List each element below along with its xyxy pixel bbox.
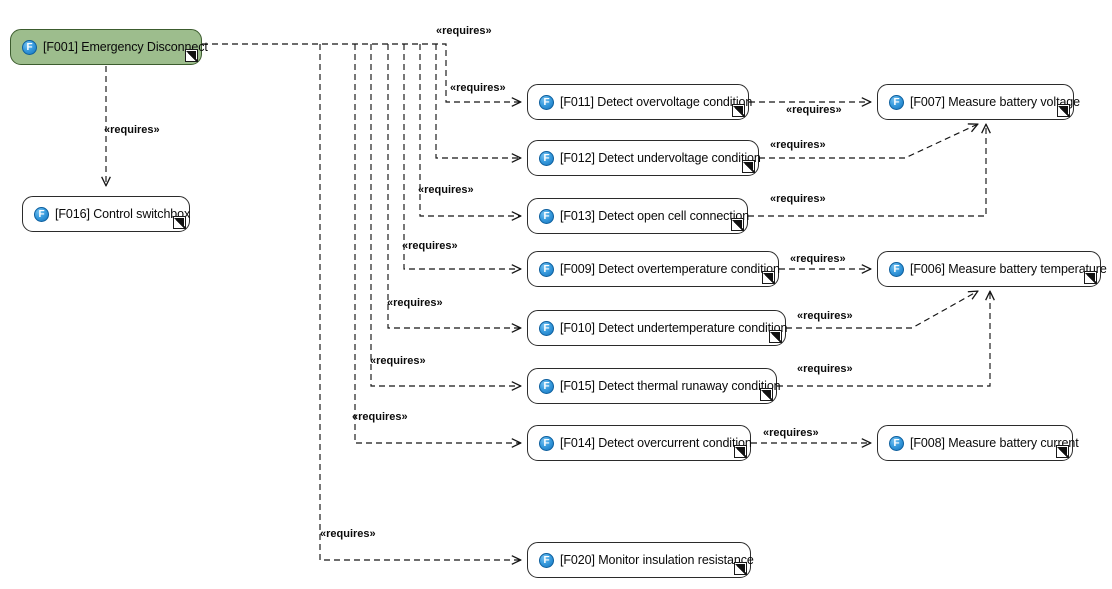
node-f007[interactable]: [F007] Measure battery voltage bbox=[877, 84, 1080, 120]
node-f010[interactable]: [F010] Detect undertemperature condition bbox=[527, 310, 788, 346]
resize-handle-icon[interactable] bbox=[742, 160, 755, 173]
function-icon bbox=[889, 435, 904, 451]
edge-label-f001-f011: «requires» bbox=[436, 25, 492, 37]
resize-handle-icon[interactable] bbox=[185, 49, 198, 62]
edge-label-f010-f006: «requires» bbox=[797, 310, 853, 322]
node-label: [F020] Monitor insulation resistance bbox=[560, 552, 754, 567]
resize-handle-icon[interactable] bbox=[731, 218, 744, 231]
resize-handle-icon[interactable] bbox=[734, 562, 747, 575]
function-icon bbox=[889, 261, 904, 277]
resize-handle-icon[interactable] bbox=[1084, 271, 1097, 284]
edge-label-f001-f015: «requires» bbox=[370, 355, 426, 367]
node-f020[interactable]: [F020] Monitor insulation resistance bbox=[527, 542, 754, 578]
edge-label-f001-f020: «requires» bbox=[320, 528, 376, 540]
node-label: [F001] Emergency Disconnect bbox=[43, 39, 208, 54]
edge-label-f013-f007: «requires» bbox=[770, 193, 826, 205]
node-label: [F009] Detect overtemperature condition bbox=[560, 261, 780, 276]
node-f016[interactable]: [F016] Control switchbox bbox=[22, 196, 190, 232]
node-f008[interactable]: [F008] Measure battery current bbox=[877, 425, 1079, 461]
node-f001[interactable]: [F001] Emergency Disconnect bbox=[10, 29, 208, 65]
edge-label-f001-f009: «requires» bbox=[402, 240, 458, 252]
node-label: [F016] Control switchbox bbox=[55, 206, 191, 221]
node-label: [F011] Detect overvoltage condition bbox=[560, 94, 753, 109]
function-icon bbox=[539, 378, 554, 394]
resize-handle-icon[interactable] bbox=[769, 330, 782, 343]
resize-handle-icon[interactable] bbox=[762, 271, 775, 284]
function-icon bbox=[539, 435, 554, 451]
edge-label-f001-f014: «requires» bbox=[352, 411, 408, 423]
function-icon bbox=[539, 552, 554, 568]
function-icon bbox=[539, 94, 554, 110]
node-f014[interactable]: [F014] Detect overcurrent condition bbox=[527, 425, 752, 461]
resize-handle-icon[interactable] bbox=[173, 216, 186, 229]
function-icon bbox=[22, 39, 37, 55]
edge-label-f001-f016: «requires» bbox=[104, 124, 160, 136]
resize-handle-icon[interactable] bbox=[1056, 445, 1069, 458]
edge-label-f015-f006: «requires» bbox=[797, 363, 853, 375]
node-f006[interactable]: [F006] Measure battery temperature bbox=[877, 251, 1107, 287]
node-label: [F008] Measure battery current bbox=[910, 435, 1079, 450]
node-label: [F010] Detect undertemperature condition bbox=[560, 320, 788, 335]
function-icon bbox=[539, 208, 554, 224]
function-icon bbox=[539, 261, 554, 277]
node-f015[interactable]: [F015] Detect thermal runaway condition bbox=[527, 368, 781, 404]
node-label: [F012] Detect undervoltage condition bbox=[560, 150, 761, 165]
node-f013[interactable]: [F013] Detect open cell connection bbox=[527, 198, 750, 234]
edge-f001-f009 bbox=[403, 44, 521, 269]
function-icon bbox=[539, 320, 554, 336]
node-label: [F014] Detect overcurrent condition bbox=[560, 435, 752, 450]
edge-label-f012-f007: «requires» bbox=[770, 139, 826, 151]
node-label: [F013] Detect open cell connection bbox=[560, 208, 750, 223]
function-icon bbox=[539, 150, 554, 166]
node-f012[interactable]: [F012] Detect undervoltage condition bbox=[527, 140, 761, 176]
node-label: [F007] Measure battery voltage bbox=[910, 94, 1081, 109]
edge-f001-f015 bbox=[370, 44, 521, 386]
edge-f001-f012 bbox=[435, 44, 521, 158]
resize-handle-icon[interactable] bbox=[760, 388, 773, 401]
resize-handle-icon[interactable] bbox=[1057, 104, 1070, 117]
edge-label-f014-f008: «requires» bbox=[763, 427, 819, 439]
edge-label-f001-f012: «requires» bbox=[450, 82, 506, 94]
edge-label-f001-f013: «requires» bbox=[418, 184, 474, 196]
edge-label-f011-f007: «requires» bbox=[786, 104, 842, 116]
function-icon bbox=[34, 206, 49, 222]
node-label: [F015] Detect thermal runaway condition bbox=[560, 378, 781, 393]
node-label: [F006] Measure battery temperature bbox=[910, 261, 1107, 276]
resize-handle-icon[interactable] bbox=[732, 104, 745, 117]
function-icon bbox=[889, 94, 904, 110]
edge-label-f001-f010: «requires» bbox=[387, 297, 443, 309]
edge-label-f009-f006: «requires» bbox=[790, 253, 846, 265]
resize-handle-icon[interactable] bbox=[734, 445, 747, 458]
node-f009[interactable]: [F009] Detect overtemperature condition bbox=[527, 251, 780, 287]
node-f011[interactable]: [F011] Detect overvoltage condition bbox=[527, 84, 753, 120]
